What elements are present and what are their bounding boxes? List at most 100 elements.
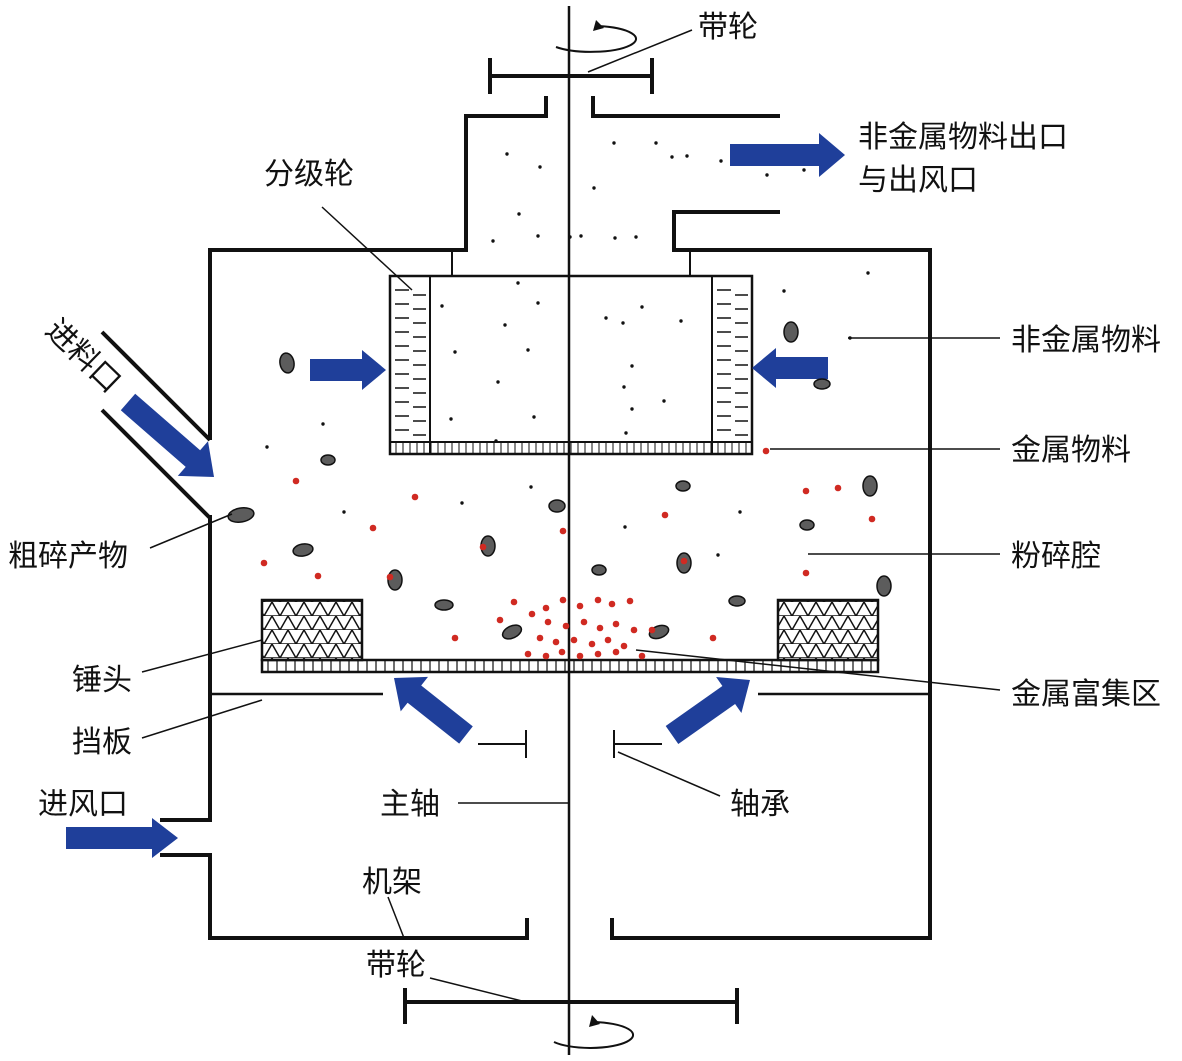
metal-particle: [314, 572, 322, 580]
nonmetal-particle: [662, 399, 666, 403]
metal-particle: [562, 622, 570, 630]
nonmetal-particle: [321, 422, 325, 426]
flow-arrow: [752, 348, 828, 388]
coarse-particle: [783, 321, 799, 343]
metal-particle: [612, 620, 620, 628]
metal-particle: [386, 573, 394, 581]
metal-particle: [411, 493, 419, 501]
nonmetal-particle: [622, 385, 626, 389]
nonmetal-particle: [634, 235, 638, 239]
nonmetal-particle: [738, 510, 742, 514]
flow-arrow: [310, 350, 386, 390]
metal-particle: [630, 626, 638, 634]
nonmetal-particle: [640, 305, 644, 309]
belt-wheel-top-label: 带轮: [698, 10, 758, 45]
nonmetal-particle: [621, 321, 625, 325]
nonmetal-particle: [612, 141, 616, 145]
metal-particle: [834, 484, 842, 492]
coarse-particle: [591, 564, 607, 576]
coarse-particle: [292, 543, 314, 557]
bearing-label: 轴承: [730, 787, 790, 822]
nonmetal-particle: [491, 239, 495, 243]
nonmetal-outlet-label: 非金属物料出口: [858, 120, 1068, 155]
nonmetal-particle: [568, 235, 572, 239]
rotation-arrow-icon: [555, 20, 638, 53]
nonmetal-particle: [503, 323, 507, 327]
metal-particle: [709, 634, 717, 642]
metal-particle: [496, 616, 504, 624]
nonmetal-particle: [440, 304, 444, 308]
coarse-particle: [728, 595, 746, 607]
metal-particle: [802, 487, 810, 495]
coarse-particle: [813, 378, 831, 390]
crushing-chamber-label: 粉碎腔: [1011, 539, 1101, 574]
nonmetal-particle: [526, 348, 530, 352]
metal-particle: [594, 596, 602, 604]
coarse-particle: [862, 475, 878, 497]
nonmetal-particle: [654, 141, 658, 145]
nonmetal-particle: [579, 234, 583, 238]
baffle-label: 挡板: [72, 725, 132, 760]
metal-particle: [451, 634, 459, 642]
classifier-wheel-label: 分级轮: [264, 157, 354, 192]
leader-lines: [141, 29, 1001, 1003]
hammer-label: 锤头: [72, 663, 132, 698]
flow-arrows: [66, 133, 845, 858]
metal-particle: [542, 652, 550, 660]
flow-arrow: [730, 133, 845, 177]
flow-arrow: [665, 677, 750, 744]
metal-particle: [802, 569, 810, 577]
bearing-right: [613, 730, 662, 758]
nonmetal-particle: [679, 319, 683, 323]
feed-chute: [100, 330, 212, 520]
nonmetal-material-label: 非金属物料: [1011, 323, 1161, 358]
coarse-particle: [227, 506, 255, 524]
flow-arrow: [66, 818, 178, 858]
nonmetal-particle: [624, 431, 628, 435]
metal-particle: [661, 511, 669, 519]
metal-particle: [570, 636, 578, 644]
rotation-arrow-icon: [553, 1015, 635, 1049]
feed-inlet-label: 进料口: [38, 313, 127, 401]
metal-particle: [260, 559, 268, 567]
metal-particle: [596, 624, 604, 632]
frame-label: 机架: [362, 865, 422, 900]
nonmetal-particle: [765, 173, 769, 177]
metal-particle: [604, 636, 612, 644]
particles: [227, 141, 892, 660]
metal-particle: [638, 652, 646, 660]
nonmetal-particle: [536, 301, 540, 305]
air-outlet-label: 与出风口: [858, 163, 978, 198]
nonmetal-particle: [670, 155, 674, 159]
metal-particle: [576, 652, 584, 660]
nonmetal-particle: [532, 415, 536, 419]
flow-arrow: [120, 393, 214, 477]
nonmetal-particle: [449, 417, 453, 421]
classifier-blades: [395, 289, 748, 454]
metal-enrichment-zone-label: 金属富集区: [1011, 677, 1161, 712]
nonmetal-particle: [719, 159, 723, 163]
metal-particle: [680, 557, 688, 565]
nonmetal-particle: [453, 350, 457, 354]
metal-particle: [369, 524, 377, 532]
metal-material-label: 金属物料: [1011, 433, 1131, 468]
nonmetal-particle: [604, 316, 608, 320]
nonmetal-particle: [623, 525, 627, 529]
nonmetal-particle: [529, 485, 533, 489]
metal-particle: [612, 648, 620, 656]
nonmetal-particle: [505, 152, 509, 156]
metal-particle: [552, 638, 560, 646]
nonmetal-particle: [685, 154, 689, 158]
belt-wheel-top: [488, 58, 654, 94]
coarse-particle: [675, 480, 691, 492]
nonmetal-particle: [802, 168, 806, 172]
rotor-disc: [267, 660, 872, 672]
metal-particle: [479, 543, 487, 551]
coarse-particle: [501, 624, 523, 640]
metal-particle: [536, 634, 544, 642]
metal-particle: [544, 618, 552, 626]
nonmetal-particle: [516, 281, 520, 285]
main-shaft-label: 主轴: [380, 787, 440, 822]
metal-particle: [559, 596, 567, 604]
